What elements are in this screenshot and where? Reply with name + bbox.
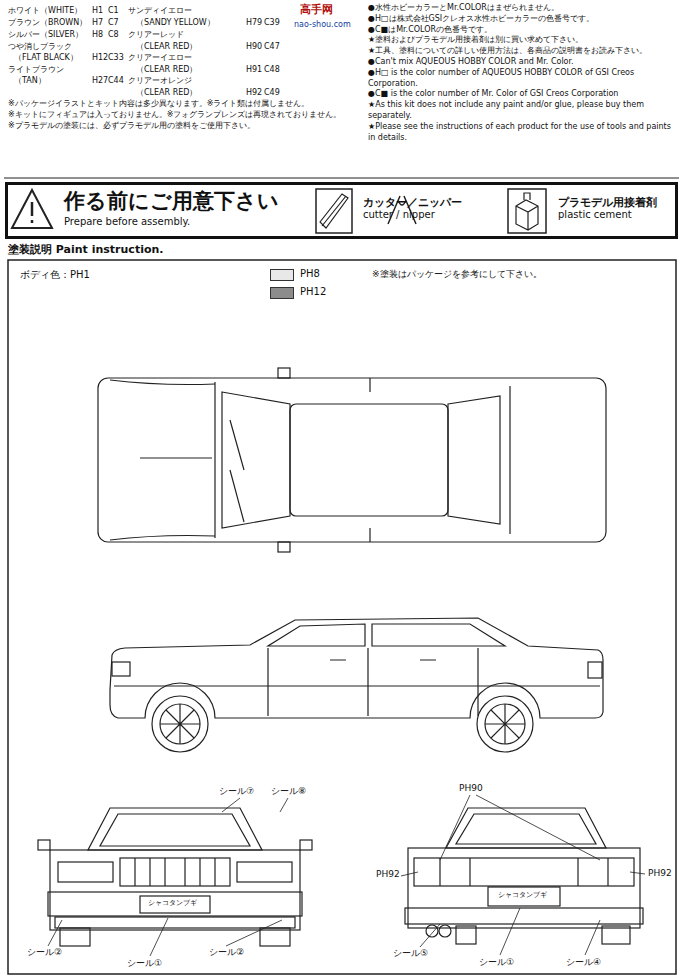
color-name: クリアーオレンジ	[128, 76, 192, 85]
color-name: ブラウン（BROWN）	[8, 18, 87, 27]
plate-text: シャコタンブギ	[147, 899, 198, 907]
color-code: C8	[108, 30, 119, 39]
paint-callout: PH92	[375, 869, 401, 879]
callout-number: シール⑧	[270, 786, 307, 796]
callout-number: シール①	[478, 957, 515, 967]
color-code: H79	[246, 18, 262, 27]
heading-text: カッター／ニッパー	[363, 196, 466, 209]
paint-panel	[8, 260, 676, 974]
color-code: C39	[264, 18, 280, 27]
note-text: ●H□ is the color number of AQUEOUS HOBBY…	[368, 68, 678, 90]
color-code: C33	[108, 53, 124, 62]
note-text: ●水性ホビーカラーとMr.COLORはまぜられません。	[368, 3, 678, 14]
color-name: （CLEAR RED）	[136, 65, 197, 74]
callout-number: シール②	[26, 947, 63, 957]
sub-text: plastic cement	[558, 209, 661, 221]
tool-item: プラモデル用接着剤plastic cement	[558, 196, 661, 221]
color-name: （CLEAR RED）	[136, 42, 197, 51]
color-code: H12	[92, 53, 108, 62]
color-name: ホワイト（WHITE）	[8, 6, 82, 15]
tool-item: カッター／ニッパーcutter / nipper	[363, 196, 466, 221]
cement-icon	[508, 189, 546, 233]
color-code: H1	[92, 6, 103, 15]
note-text: ※パッケージイラストとキット内容は多少異なります。※ライト類は付属しません。	[8, 99, 368, 110]
note-text: ※プラモデルの塗装には、必ずプラモデル用の塗料をご使用下さい。	[8, 121, 368, 132]
note-text: ●H□は株式会社GSIクレオス水性ホビーカラーの色番号です。	[368, 14, 678, 25]
callout-number: シール⑤	[392, 948, 429, 958]
color-name: （FLAT BLACK）	[14, 53, 78, 62]
color-swatch	[270, 287, 294, 299]
callout-number: シール⑦	[218, 786, 255, 796]
color-name: サンディイエロー	[128, 6, 192, 15]
note-text: ●C■ is the color number of Mr. Color of …	[368, 89, 678, 100]
cement-bottle	[516, 193, 538, 230]
car-front-view	[38, 808, 312, 946]
color-code: H27	[92, 76, 108, 85]
car-top-view	[98, 368, 606, 552]
section-title: 塗装説明 Paint instruction.	[8, 244, 164, 257]
heading-text: プラモデル用接着剤	[558, 196, 661, 209]
legend-text: PH12	[300, 286, 326, 298]
rule-line	[4, 178, 679, 179]
color-code: C7	[108, 18, 119, 27]
color-code: C49	[264, 88, 280, 97]
leader-lines	[48, 795, 645, 956]
color-code: H92	[246, 88, 262, 97]
warning-mark	[31, 202, 34, 223]
color-name: シルバー（SILVER）	[8, 30, 83, 39]
cutter-symbol	[320, 194, 348, 228]
color-swatch	[270, 269, 294, 281]
notes-column: ※パッケージイラストとキット内容は多少異なります。※ライト類は付属しません。※キ…	[8, 99, 368, 131]
legend-text: PH8	[300, 268, 320, 280]
callout-number: シール①	[126, 958, 163, 968]
warning-band: 作る前にご用意下さいPrepare before assembly.カッター／ニ…	[5, 182, 678, 239]
note-text: ●Can't mix AQUEOUS HOBBY COLOR and Mr. C…	[368, 57, 678, 68]
car-side-view	[110, 618, 603, 752]
plate-text: シャコタンブギ	[497, 891, 548, 899]
callout-number: シール②	[208, 947, 245, 957]
paint-note: ※塗装はパッケージを参考にして下さい。	[372, 269, 542, 279]
color-code: C47	[264, 42, 280, 51]
note-text: ★As this kit does not include any paint …	[368, 100, 678, 122]
note-text: ★塗料およびプラモデル用接着剤は別に買い求めて下さい。	[368, 35, 678, 46]
warning-triangle	[12, 190, 52, 228]
note-text: ★工具、塗料についての詳しい使用方法は、各商品の説明書をお読み下さい。	[368, 46, 678, 57]
color-name: （TAN）	[14, 76, 46, 85]
callout-number: シール④	[565, 957, 602, 967]
note-text: ★Please see the instructions of each pro…	[368, 122, 678, 144]
paint-callout: PH92	[647, 868, 673, 878]
color-code: H7	[92, 18, 103, 27]
color-name: （CLEAR RED）	[136, 88, 197, 97]
note-text: ※キットにフィギュアは入っておりません。※フォグランプレンズは再現されておりませ…	[8, 110, 368, 121]
car-rear-view	[405, 808, 643, 944]
color-code: C48	[264, 65, 280, 74]
watermark: nao-shou.com	[294, 20, 351, 29]
notes-column: ●水性ホビーカラーとMr.COLORはまぜられません。●H□は株式会社GSIクレ…	[368, 3, 678, 143]
note-text: ●C■はMr.COLORの色番号です。	[368, 25, 678, 36]
color-code: H91	[246, 65, 262, 74]
color-name: ライトブラウン	[8, 65, 64, 74]
color-name: クリアーイエロー	[128, 53, 192, 62]
color-code: H8	[92, 30, 103, 39]
color-code: H90	[246, 42, 262, 51]
cutter-icon	[316, 189, 352, 233]
watermark: 高手网	[300, 4, 333, 17]
body-color: ボディ色：PH1	[20, 269, 90, 281]
sub-text: cutter / nipper	[363, 209, 466, 221]
color-code: C1	[108, 6, 119, 15]
color-code: C44	[108, 76, 124, 85]
paint-callout: PH90	[458, 783, 484, 793]
color-name: （SANDY YELLOW）	[136, 18, 215, 27]
color-name: つや消しブラック	[8, 42, 72, 51]
color-name: クリアーレッド	[128, 30, 184, 39]
